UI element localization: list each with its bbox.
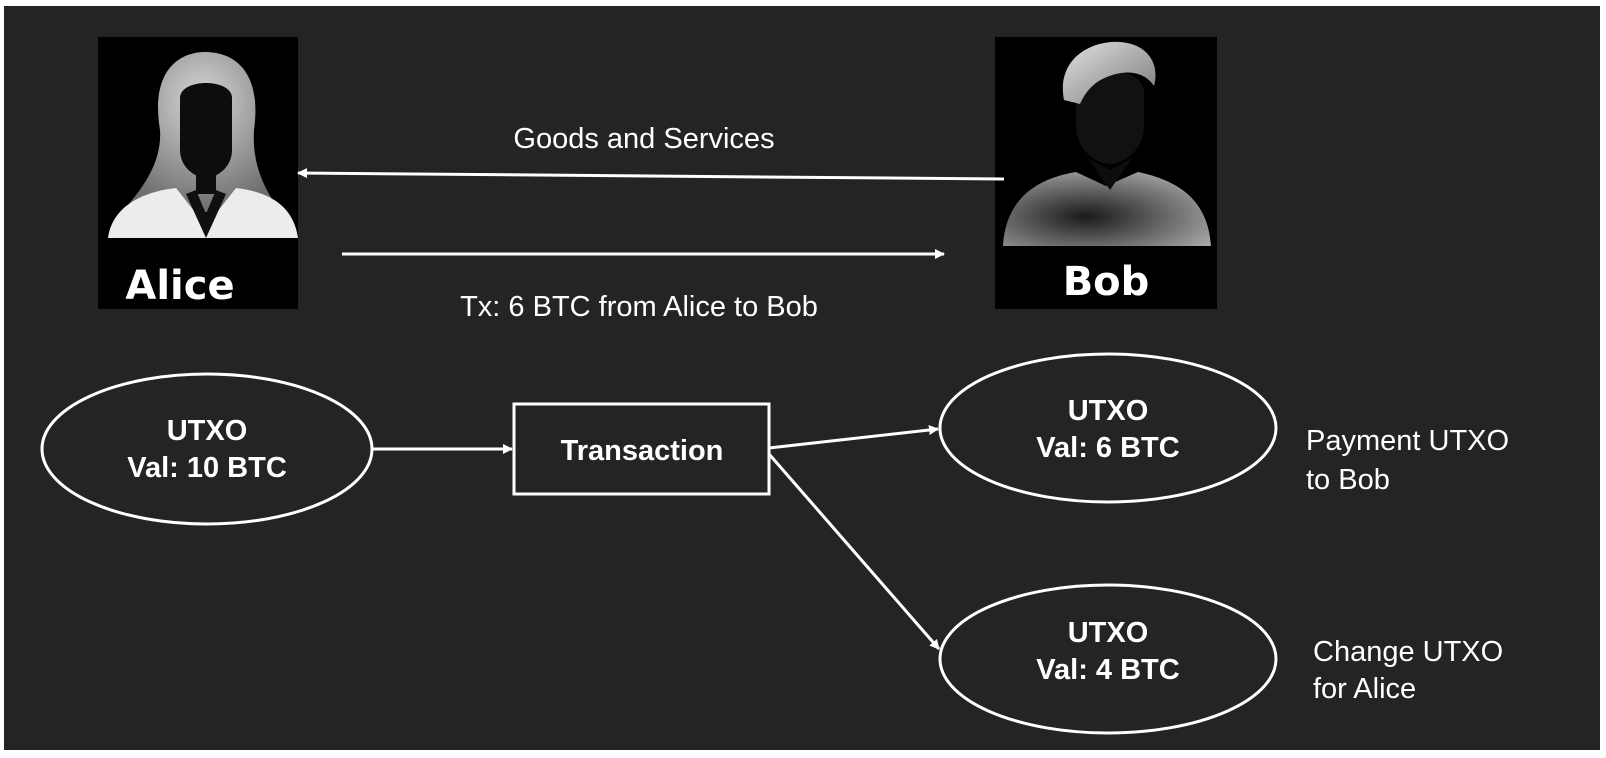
input-utxo-node: UTXO Val: 10 BTC [40, 372, 374, 526]
payment-utxo-node: UTXO Val: 6 BTC [938, 352, 1278, 504]
payment-utxo-title: UTXO [1068, 395, 1149, 427]
bob-name-label: Bob [1063, 259, 1150, 305]
input-utxo-title: UTXO [167, 415, 248, 447]
change-annotation-line1: Change UTXO [1313, 636, 1503, 668]
bob-avatar-card: Bob [995, 37, 1217, 309]
payment-utxo-value: Val: 6 BTC [1036, 432, 1179, 464]
female-user-silhouette-icon [108, 52, 298, 238]
change-utxo-value: Val: 4 BTC [1036, 654, 1179, 686]
change-utxo-title: UTXO [1068, 617, 1149, 649]
goods-and-services-label: Goods and Services [513, 123, 774, 155]
payment-utxo-ellipse [938, 352, 1278, 504]
alice-avatar-card: Alice [98, 37, 298, 309]
transaction-to-payment-arrow [768, 425, 939, 450]
male-user-silhouette-icon [1003, 41, 1211, 246]
payment-annotation-line1: Payment UTXO [1306, 425, 1509, 457]
change-annotation-line2: for Alice [1313, 673, 1416, 705]
input-utxo-value: Val: 10 BTC [127, 452, 287, 484]
transaction-node: Transaction [512, 402, 771, 496]
goods-flow-arrow [297, 168, 1005, 181]
transaction-to-change-arrow [767, 453, 941, 650]
change-utxo-node: UTXO Val: 4 BTC [938, 583, 1278, 735]
payment-annotation-line2: to Bob [1306, 464, 1390, 496]
transaction-label: Transaction [561, 435, 724, 467]
input-utxo-ellipse [40, 372, 374, 526]
change-utxo-ellipse [938, 583, 1278, 735]
tx-label: Tx: 6 BTC from Alice to Bob [460, 291, 818, 323]
alice-name-label: Alice [125, 263, 234, 309]
transaction-box [512, 402, 771, 496]
